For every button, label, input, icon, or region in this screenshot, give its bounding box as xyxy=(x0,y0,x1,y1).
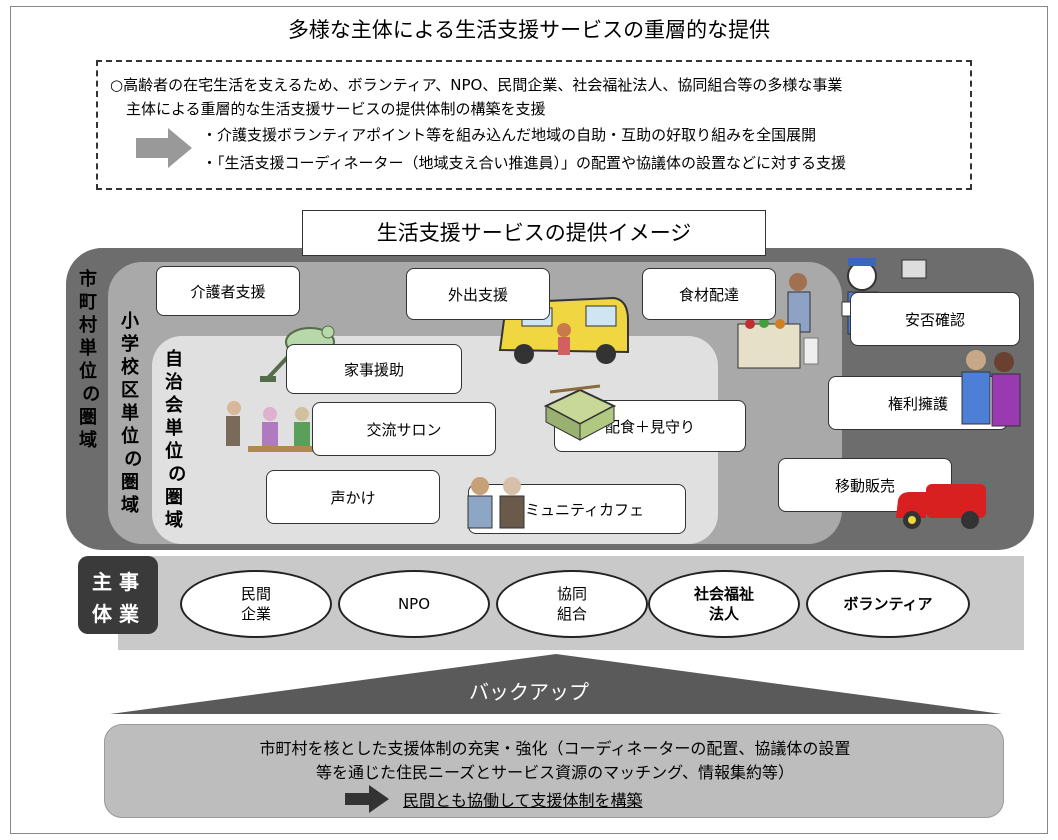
service-meal-watch: 配食＋見守り xyxy=(554,400,746,452)
grocer-illustration xyxy=(737,273,819,369)
truck-illustration xyxy=(896,484,986,529)
entities-label-top: 主 事 xyxy=(92,570,139,594)
entity-cooperative: 協同 組合 xyxy=(496,570,648,638)
caregiver-couple-illustration xyxy=(961,350,1021,427)
block-arrow-icon xyxy=(136,128,192,168)
page-title: 多様な主体による生活支援サービスの重層的な提供 xyxy=(287,18,771,42)
backup-label: バックアップ xyxy=(469,680,589,704)
city-area-label: 市 町 村 単 位 の 圏 域 xyxy=(79,269,101,451)
support-line-1: 市町村を核とした支援体制の充実・強化（コーディネーターの配置、協議体の設置 xyxy=(259,739,851,758)
entity-npo: NPO xyxy=(338,570,490,638)
service-food-delivery: 食材配達 xyxy=(642,268,776,320)
service-outing-support: 外出支援 xyxy=(406,268,550,320)
support-line-3: 民間とも協働して支援体制を構築 xyxy=(403,791,643,810)
entity-social-welfare-corp: 社会福祉 法人 xyxy=(648,570,800,638)
service-housework: 家事援助 xyxy=(286,344,462,394)
service-exchange-salon: 交流サロン xyxy=(312,402,496,456)
entity-private-company: 民間 企業 xyxy=(180,570,332,638)
school-area-label: 小 学 校 区 単 位 の 圏 域 xyxy=(121,311,143,516)
service-greeting: 声かけ xyxy=(266,470,440,524)
intro-line-2: 主体による重層的な生活支援サービスの提供体制の構築を支援 xyxy=(126,100,546,118)
entities-label-bottom: 体 業 xyxy=(92,602,139,626)
intro-line-1: ○高齢者の在宅生活を支えるため、ボランティア、NPO、民間企業、社会福祉法人、協… xyxy=(110,76,843,94)
entity-volunteer: ボランティア xyxy=(806,570,970,638)
intro-bullet-1: ・介護支援ボランティアポイント等を組み込んだ地域の自助・互助の好取り組みを全国展… xyxy=(202,126,817,144)
backup-triangle xyxy=(110,654,1002,714)
entities-label: 主 事 体 業 xyxy=(78,556,158,634)
cafe-couple-illustration xyxy=(467,477,525,529)
service-safety-check: 安否確認 xyxy=(850,292,1020,346)
support-line-2: 等を通じた住民ニーズとサービス資源のマッチング、情報集約等） xyxy=(315,763,795,782)
service-caregiver-support: 介護者支援 xyxy=(156,266,300,316)
support-system-box: 市町村を核とした支援体制の充実・強化（コーディネーターの配置、協議体の設置 等を… xyxy=(104,724,1004,818)
lunchbox-illustration xyxy=(543,384,617,441)
block-arrow-icon xyxy=(345,785,389,813)
diagram-frame xyxy=(10,6,1048,834)
association-area-label: 自 治 会 単 位 の 圏 域 xyxy=(165,349,187,531)
intro-bullet-2: ・「生活支援コーディネーター（地域支え合い推進員）」の配置や協議体の設置などに対… xyxy=(202,154,846,172)
image-title: 生活支援サービスの提供イメージ xyxy=(302,210,766,256)
intro-box: ○高齢者の在宅生活を支えるため、ボランティア、NPO、民間企業、社会福祉法人、協… xyxy=(96,60,972,190)
